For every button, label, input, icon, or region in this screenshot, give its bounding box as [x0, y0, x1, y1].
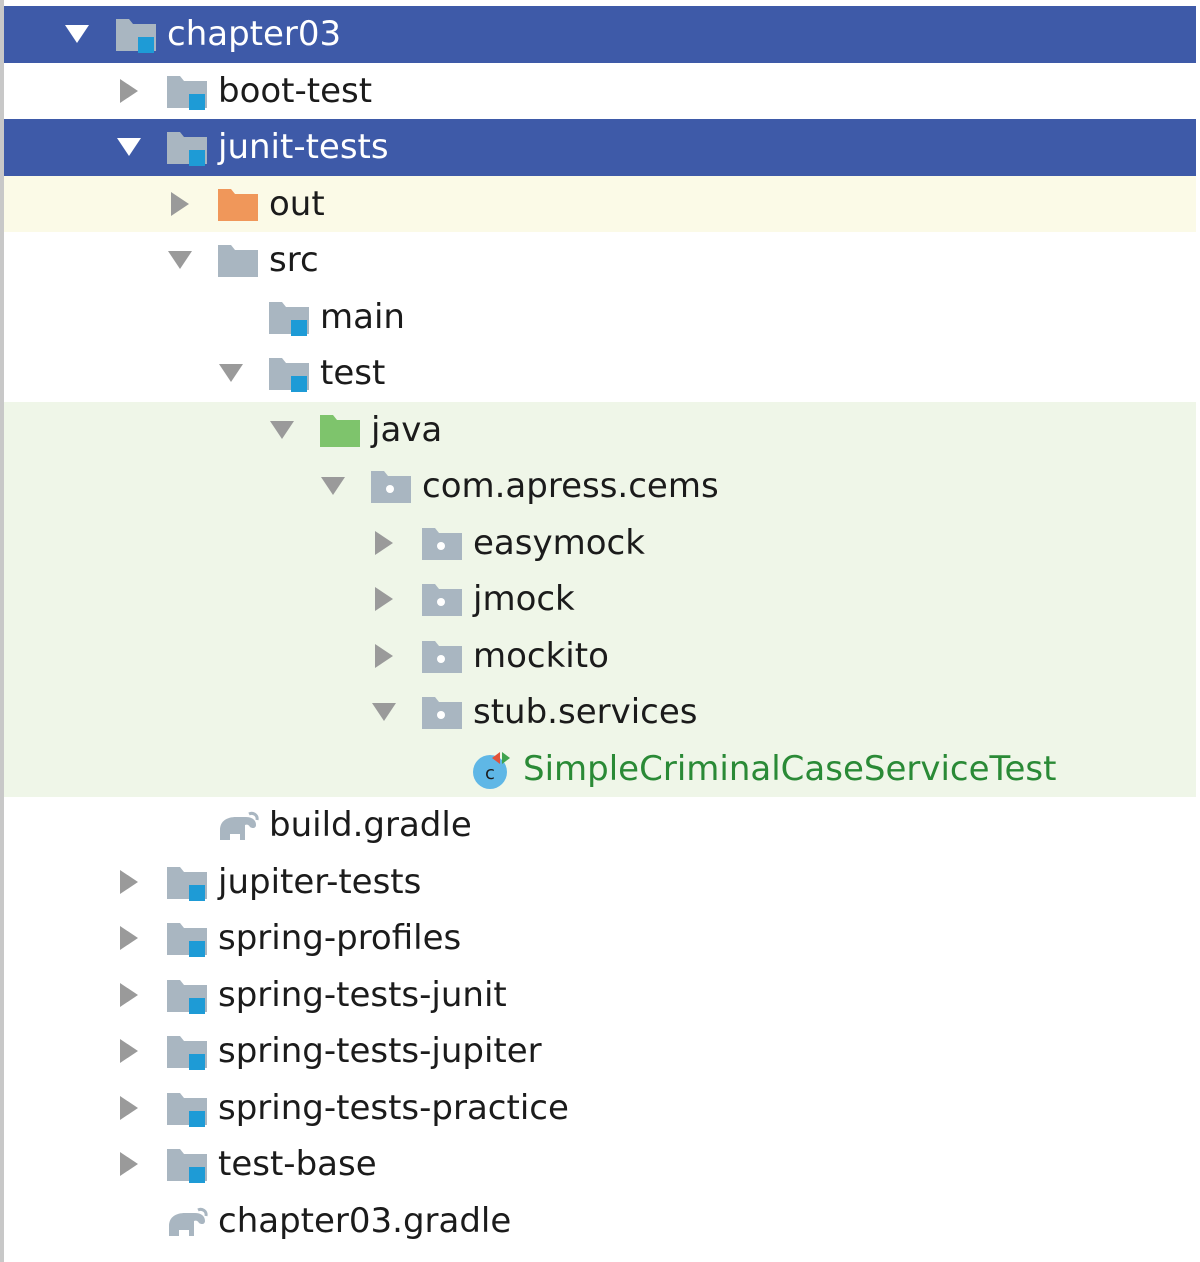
collapsed-arrow-icon[interactable]: [114, 1023, 144, 1080]
collapsed-arrow-icon[interactable]: [369, 571, 399, 628]
test-root-folder-icon: [318, 411, 362, 451]
tree-row-junit-tests[interactable]: junit-tests: [4, 119, 1196, 176]
collapsed-arrow-icon[interactable]: [114, 854, 144, 911]
tree-row-spring-tests-practice[interactable]: spring-tests-practice: [4, 1080, 1196, 1137]
tree-row-stub-services[interactable]: stub.services: [4, 684, 1196, 741]
package-icon: [420, 580, 464, 620]
collapsed-arrow-icon[interactable]: [114, 967, 144, 1024]
package-icon: [420, 693, 464, 733]
project-tree: chapter03 boot-test junit-tests out: [4, 6, 1196, 1249]
collapsed-arrow-icon[interactable]: [114, 1080, 144, 1137]
collapsed-arrow-icon[interactable]: [114, 1136, 144, 1193]
expanded-arrow-icon[interactable]: [165, 232, 195, 289]
expanded-arrow-icon[interactable]: [114, 119, 144, 176]
tree-row-mockito[interactable]: mockito: [4, 627, 1196, 685]
tree-label: boot-test: [218, 70, 373, 111]
tree-label: junit-tests: [218, 127, 389, 167]
panel-left-border: [0, 0, 4, 1262]
expanded-arrow-icon[interactable]: [267, 402, 297, 459]
tree-label: spring-profiles: [218, 918, 462, 958]
tree-row-spring-tests-junit[interactable]: spring-tests-junit: [4, 967, 1196, 1024]
tree-label: test: [320, 353, 386, 393]
collapsed-arrow-icon[interactable]: [165, 176, 195, 233]
tree-label: main: [320, 296, 405, 337]
expanded-arrow-icon[interactable]: [216, 345, 246, 402]
tree-label: SimpleCriminalCaseServiceTest: [523, 748, 1057, 789]
tree-row-src[interactable]: src: [4, 232, 1196, 289]
folder-icon: [216, 241, 260, 281]
tree-row-out[interactable]: out: [4, 175, 1196, 233]
gradle-icon: [165, 1202, 209, 1242]
module-folder-icon: [165, 72, 209, 112]
tree-row-boot-test[interactable]: boot-test: [4, 63, 1196, 120]
tree-row-simple-criminal-case-service-test[interactable]: c SimpleCriminalCaseServiceTest: [4, 740, 1196, 797]
module-folder-icon: [165, 1089, 209, 1129]
module-folder-icon: [165, 863, 209, 903]
tree-label: jupiter-tests: [218, 861, 422, 902]
tree-label: src: [269, 240, 319, 280]
module-folder-icon: [165, 976, 209, 1016]
tree-label: test-base: [218, 1144, 377, 1184]
tree-row-jmock[interactable]: jmock: [4, 571, 1196, 628]
collapsed-arrow-icon[interactable]: [369, 628, 399, 685]
test-class-icon: c: [470, 750, 514, 790]
collapsed-arrow-icon[interactable]: [114, 63, 144, 120]
module-folder-icon: [165, 919, 209, 959]
tree-label: easymock: [473, 522, 645, 563]
tree-label: com.apress.cems: [422, 466, 719, 506]
package-icon: [369, 467, 413, 507]
module-folder-icon: [165, 1032, 209, 1072]
tree-label: mockito: [473, 635, 609, 676]
tree-row-chapter03[interactable]: chapter03: [4, 6, 1196, 63]
collapsed-arrow-icon[interactable]: [114, 910, 144, 967]
module-folder-icon: [165, 1145, 209, 1185]
tree-label: chapter03: [167, 14, 342, 54]
gradle-icon: [216, 806, 260, 846]
module-folder-icon: [114, 15, 158, 55]
tree-label: chapter03.gradle: [218, 1200, 512, 1241]
tree-row-easymock[interactable]: easymock: [4, 514, 1196, 572]
tree-row-main[interactable]: main: [4, 289, 1196, 346]
module-folder-icon: [267, 298, 311, 338]
tree-label: out: [269, 183, 325, 224]
tree-row-test-base[interactable]: test-base: [4, 1136, 1196, 1193]
tree-label: stub.services: [473, 692, 698, 732]
tree-row-jupiter-tests[interactable]: jupiter-tests: [4, 854, 1196, 911]
expanded-arrow-icon[interactable]: [62, 6, 92, 63]
expanded-arrow-icon[interactable]: [369, 684, 399, 741]
tree-label: spring-tests-jupiter: [218, 1031, 542, 1071]
tree-label: java: [371, 409, 443, 450]
tree-label: spring-tests-practice: [218, 1087, 569, 1128]
tree-row-spring-profiles[interactable]: spring-profiles: [4, 910, 1196, 967]
tree-row-test[interactable]: test: [4, 345, 1196, 402]
module-folder-icon: [267, 354, 311, 394]
collapsed-arrow-icon[interactable]: [369, 515, 399, 572]
excluded-folder-icon: [216, 185, 260, 225]
tree-row-spring-tests-jupiter[interactable]: spring-tests-jupiter: [4, 1023, 1196, 1080]
expanded-arrow-icon[interactable]: [318, 458, 348, 515]
tree-label: jmock: [473, 579, 575, 619]
svg-text:c: c: [485, 763, 495, 784]
package-icon: [420, 524, 464, 564]
tree-label: build.gradle: [269, 805, 472, 845]
tree-row-com-apress-cems[interactable]: com.apress.cems: [4, 458, 1196, 515]
tree-row-build-gradle[interactable]: build.gradle: [4, 797, 1196, 854]
tree-row-chapter03-gradle[interactable]: chapter03.gradle: [4, 1193, 1196, 1250]
tree-label: spring-tests-junit: [218, 974, 507, 1015]
module-folder-icon: [165, 128, 209, 168]
tree-row-java[interactable]: java: [4, 401, 1196, 459]
package-icon: [420, 637, 464, 677]
